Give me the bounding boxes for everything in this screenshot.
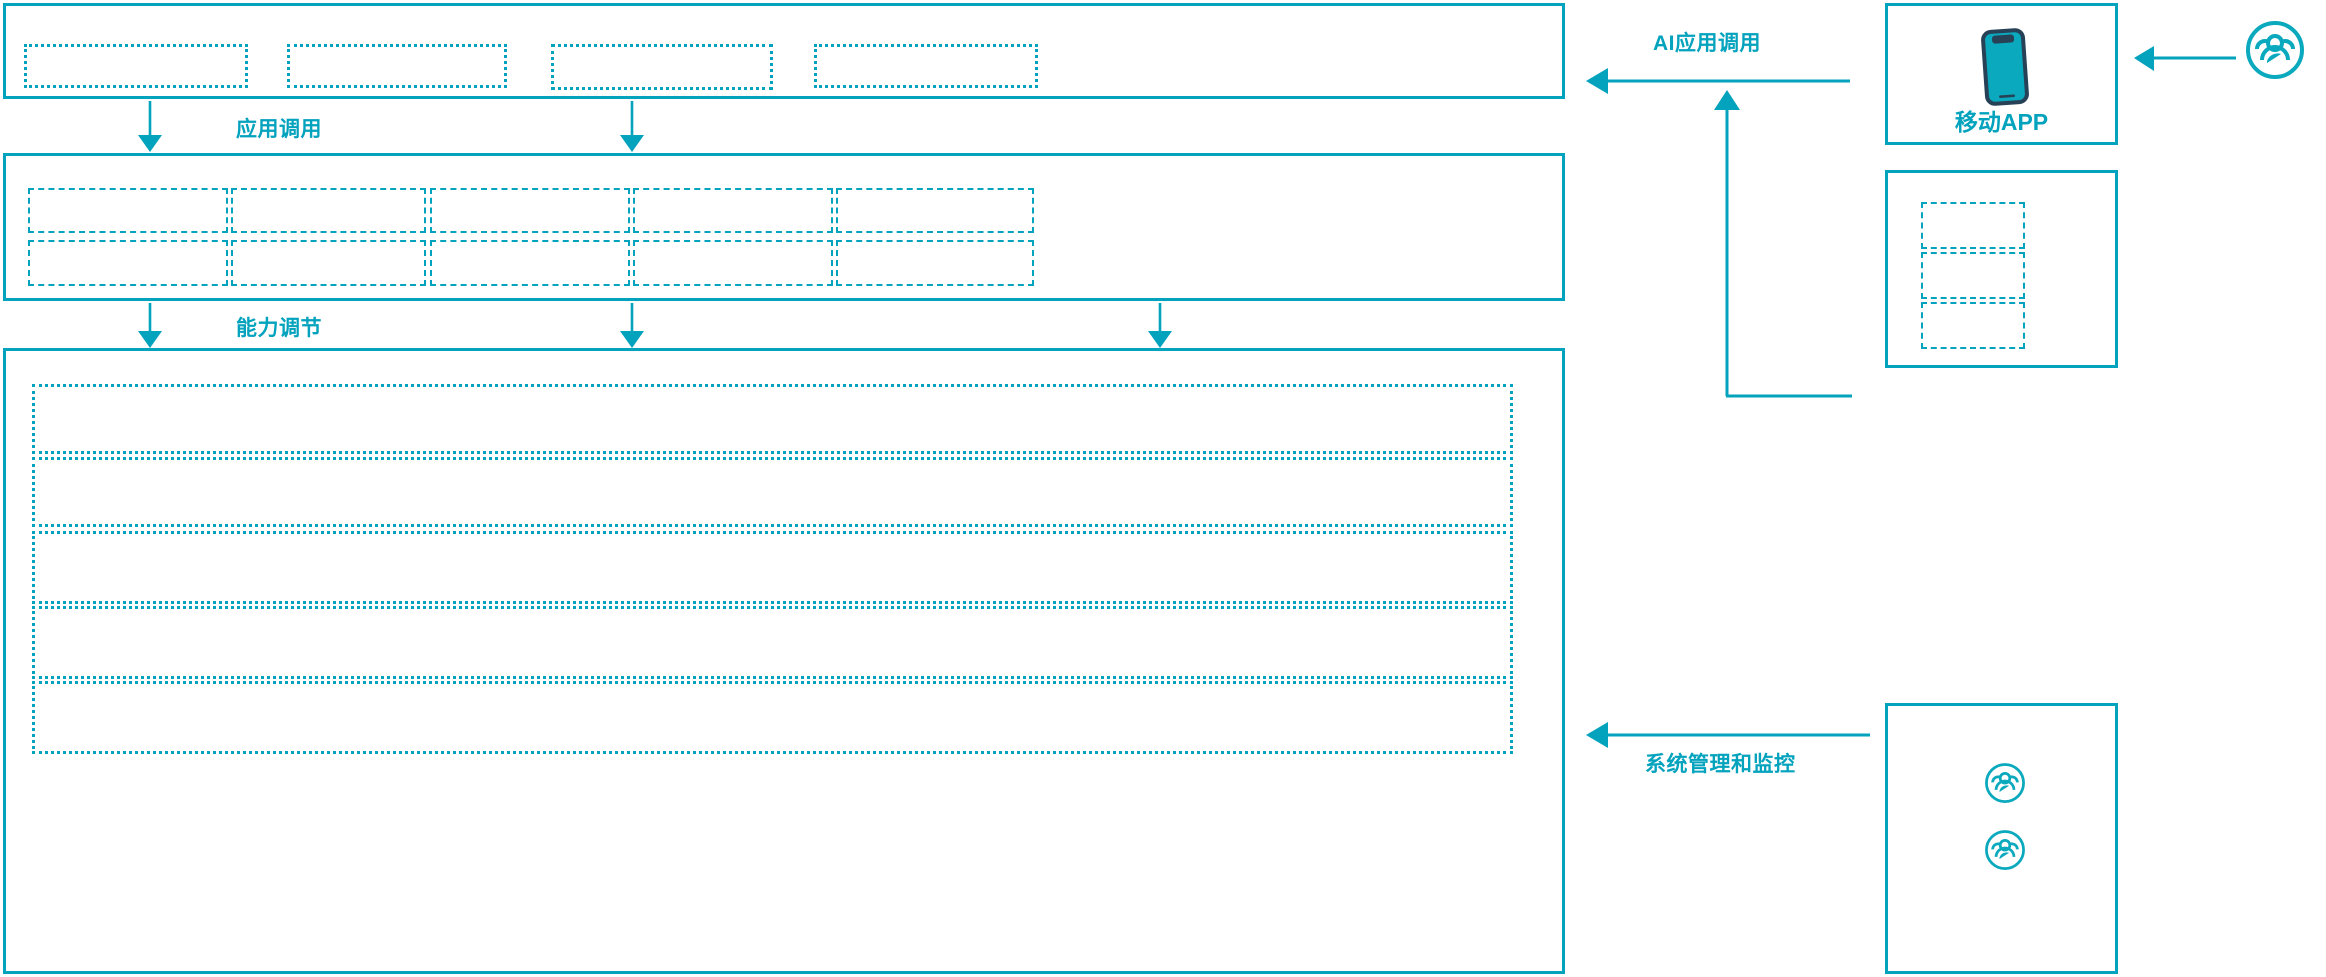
capability-tune-arrows [138,303,1172,348]
application-layer-panel [3,3,1565,99]
mobile-phone-icon [1980,28,2030,106]
capability-tune-label: 能力调节 [236,317,322,340]
capability-slot-6[interactable] [28,240,228,286]
mobile-app-card-label: 移动APP [1954,109,2049,135]
capability-slot-3[interactable] [430,188,630,233]
capability-slot-8[interactable] [430,240,630,286]
infrastructure-slot-2[interactable] [32,457,1513,527]
infrastructure-slot-4[interactable] [32,606,1513,679]
end-user-icon[interactable] [2243,18,2307,82]
capability-slot-10[interactable] [836,240,1034,286]
application-slot-4[interactable] [814,44,1038,88]
channel-list-card [1885,170,2118,368]
channel-list-item-3[interactable] [1921,302,2025,349]
ai-app-call-label: AI应用调用 [1653,32,1761,55]
mobile-app-card[interactable]: 移动APP [1885,3,2118,145]
application-slot-2[interactable] [287,44,507,88]
capability-slot-4[interactable] [633,188,833,233]
users-group-icon[interactable] [1983,828,2027,872]
infrastructure-slot-5[interactable] [32,681,1513,754]
infrastructure-layer-panel [3,348,1565,974]
channel-list-item-1[interactable] [1921,202,2025,249]
users-group-icon[interactable] [1983,761,2027,805]
sys-admin-monitor-arrow [1586,722,1870,748]
sys-admin-monitor-label: 系统管理和监控 [1645,753,1796,776]
capability-slot-9[interactable] [633,240,833,286]
application-slot-3[interactable] [551,44,773,90]
app-call-arrows [138,101,644,152]
capability-slot-5[interactable] [836,188,1034,233]
channel-list-item-2[interactable] [1921,252,2025,299]
infrastructure-slot-3[interactable] [32,531,1513,604]
capability-slot-1[interactable] [28,188,228,233]
ai-app-call-arrow [1586,68,1852,398]
capability-layer-panel [3,153,1565,301]
admin-users-card [1885,703,2118,974]
end-user-to-mobile-arrow [2134,46,2236,71]
infrastructure-slot-1[interactable] [32,384,1513,454]
capability-slot-2[interactable] [231,188,426,233]
capability-slot-7[interactable] [231,240,426,286]
app-call-label: 应用调用 [236,118,322,141]
application-slot-1[interactable] [24,44,248,88]
